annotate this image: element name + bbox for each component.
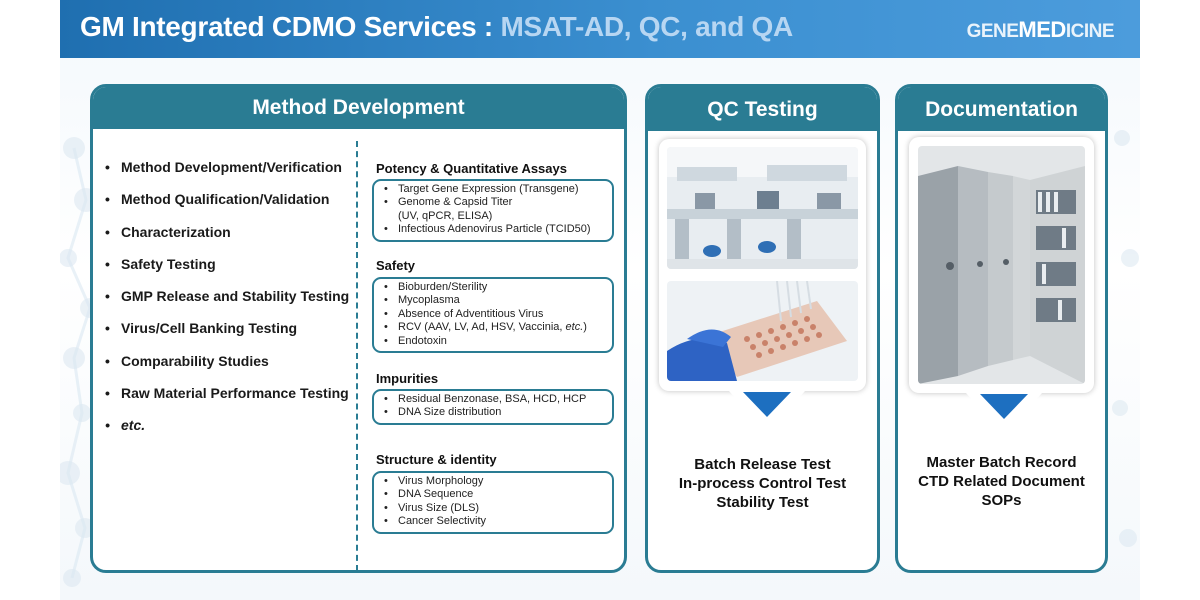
slide: GM Integrated CDMO Services : MSAT-AD, Q…	[60, 0, 1140, 600]
pipette-well-plate-photo	[667, 281, 858, 381]
dashed-divider	[356, 141, 358, 570]
list-item: Genome & Capsid Titer	[380, 196, 606, 210]
list-item: RCV (AAV, LV, Ad, HSV, Vaccinia, etc.)	[380, 321, 606, 335]
method-development-list: Method Development/Verification Method Q…	[101, 159, 349, 450]
list-item: Residual Benzonase, BSA, HCD, HCP	[380, 393, 606, 407]
safety-box: Bioburden/Sterility Mycoplasma Absence o…	[372, 277, 614, 354]
genemedicine-logo: GENEMEDICINE	[966, 17, 1115, 42]
title-accent: MSAT-AD, QC, and QA	[500, 11, 793, 42]
qc-testing-panel: QC Testing	[645, 84, 880, 573]
qc-testing-description: Batch Release Test In-process Control Te…	[678, 456, 847, 511]
potency-section-title: Potency & Quantitative Assays	[376, 161, 567, 176]
documentation-panel: Documentation Master Batch Record	[895, 84, 1108, 573]
header-bar: GM Integrated CDMO Services : MSAT-AD, Q…	[60, 0, 1140, 58]
documentation-photo-card	[909, 137, 1094, 393]
pointer-arrow	[980, 394, 1028, 419]
list-item: Method Development/Verification	[101, 159, 349, 191]
list-item: Raw Material Performance Testing	[101, 385, 349, 417]
list-item: Virus Size (DLS)	[380, 502, 606, 516]
list-item: etc.	[101, 417, 349, 449]
pointer-arrow	[743, 392, 791, 417]
list-item: GMP Release and Stability Testing	[101, 288, 349, 320]
safety-section-title: Safety	[376, 258, 416, 273]
method-development-panel: Method Development Method Development/Ve…	[90, 84, 627, 573]
list-item: Target Gene Expression (Transgene)	[380, 183, 606, 197]
list-item: Cancer Selectivity	[380, 515, 606, 529]
structure-section-title: Structure & identity	[376, 452, 497, 467]
qc-testing-title: QC Testing	[648, 87, 877, 131]
list-item: Absence of Adventitious Virus	[380, 308, 606, 322]
list-item: DNA Sequence	[380, 488, 606, 502]
list-item: Safety Testing	[101, 256, 349, 288]
documentation-title: Documentation	[898, 87, 1105, 131]
impurities-section-title: Impurities	[376, 371, 439, 386]
list-item: Endotoxin	[380, 335, 606, 349]
impurities-box: Residual Benzonase, BSA, HCD, HCP DNA Si…	[372, 389, 614, 425]
list-item: Bioburden/Sterility	[380, 281, 606, 295]
list-item: Mycoplasma	[380, 294, 606, 308]
structure-box: Virus Morphology DNA Sequence Virus Size…	[372, 471, 614, 534]
list-item: (UV, qPCR, ELISA)	[398, 209, 493, 222]
documentation-description: Master Batch Record CTD Related Document…	[918, 454, 1085, 509]
list-item: Virus/Cell Banking Testing	[101, 320, 349, 352]
list-item: Virus Morphology	[380, 475, 606, 489]
list-item: Method Qualification/Validation	[101, 191, 349, 223]
potency-box: Target Gene Expression (Transgene) Genom…	[372, 179, 614, 242]
list-item: Infectious Adenovirus Particle (TCID50)	[380, 223, 606, 237]
laboratory-photo	[667, 147, 858, 269]
list-item: Comparability Studies	[101, 353, 349, 385]
archive-shelves-photo	[918, 146, 1085, 384]
method-development-title: Method Development	[93, 87, 624, 129]
list-item: DNA Size distribution	[380, 406, 606, 420]
qc-photo-card	[659, 139, 866, 391]
page-title: GM Integrated CDMO Services : MSAT-AD, Q…	[80, 11, 793, 42]
list-item: Characterization	[101, 224, 349, 256]
